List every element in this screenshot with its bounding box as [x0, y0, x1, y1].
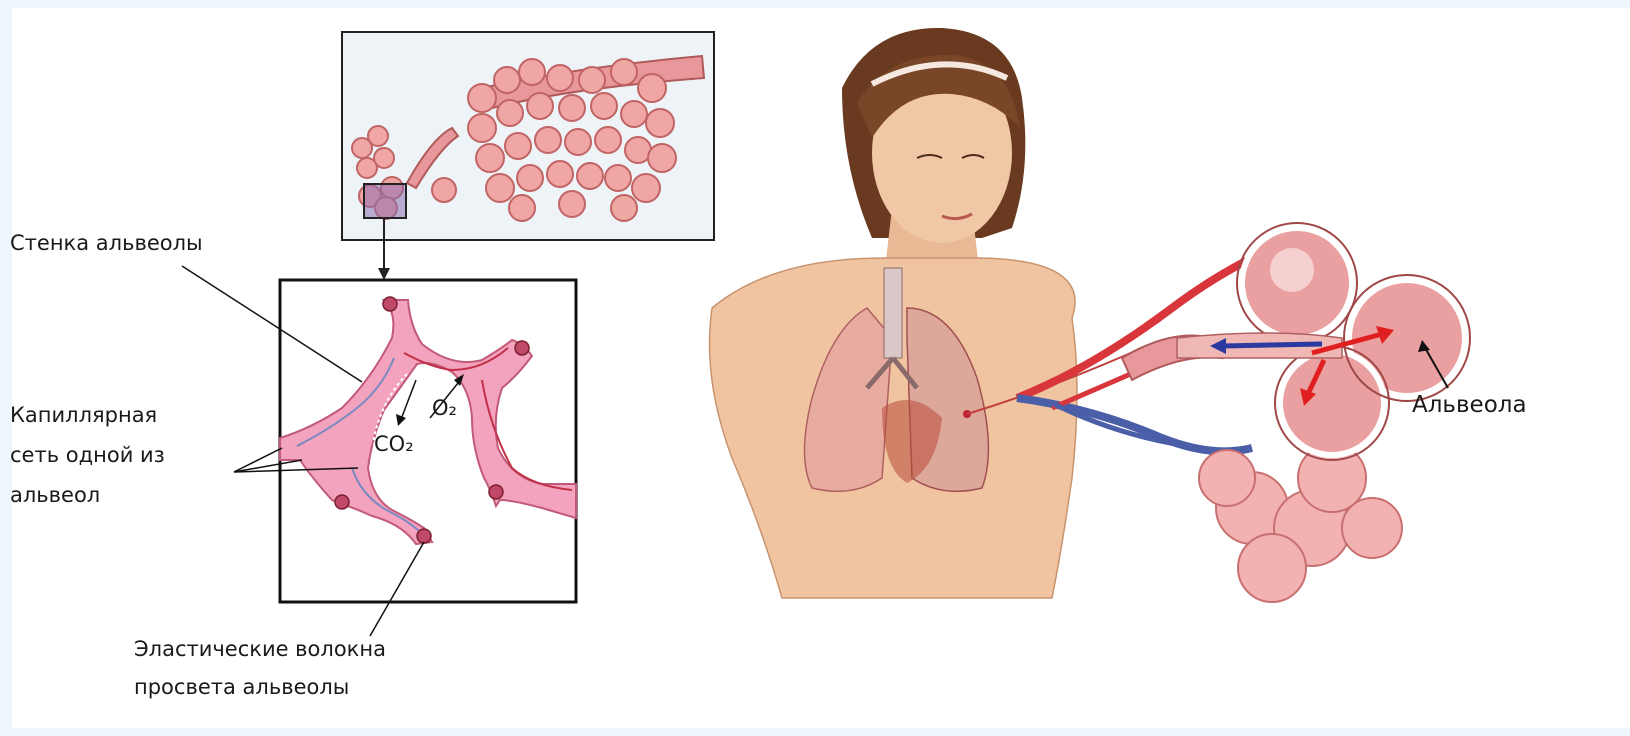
torso-illustration: [710, 28, 1078, 598]
label-alveola: Альвеола: [1412, 390, 1527, 420]
label-capillary-line2: сеть одной из: [10, 440, 165, 470]
label-capillary-line1: Капиллярная: [10, 400, 157, 430]
label-elastic-line2: просвета альвеолы: [134, 672, 349, 702]
label-elastic-line1: Эластические волокна: [134, 634, 386, 664]
slide: [12, 8, 1630, 728]
bronchiole-inset: [342, 32, 714, 240]
label-co2: CO₂: [374, 432, 414, 456]
label-alveolar-wall: Стенка альвеолы: [10, 228, 203, 258]
label-capillary-line3: альвеол: [10, 480, 100, 510]
diagram-canvas: [12, 8, 1630, 736]
label-o2: O₂: [432, 396, 457, 420]
alveoli-closeup: [1017, 223, 1470, 602]
alveolus-magnified: [280, 280, 576, 602]
